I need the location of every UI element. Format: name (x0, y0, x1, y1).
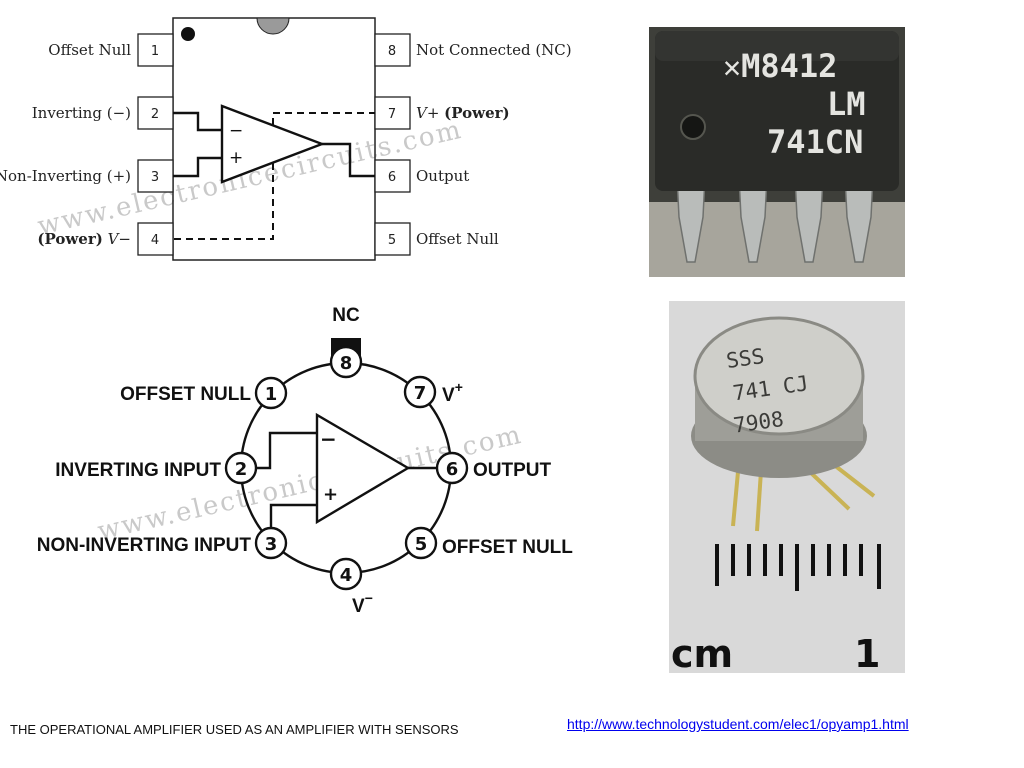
watermark: www.electronicecircuits.com (95, 420, 526, 547)
label-output: OUTPUT (473, 460, 552, 481)
pin-number-3: 3 (265, 534, 278, 555)
chip-marking-line1-text: M8412 (741, 47, 837, 85)
pin-label-7-paren: (Power) (444, 104, 509, 122)
pin-label-4-tail: V− (103, 230, 131, 248)
label-v-plus-letter: V (442, 385, 455, 406)
dip8-pinout-diagram: www.electronicecircuits.com 1 2 3 4 8 7 … (0, 17, 572, 261)
chip-notch (256, 17, 290, 35)
wire-output (322, 142, 375, 178)
pin-label-4-paren: (Power) (37, 230, 102, 248)
chip-top-bevel (655, 31, 899, 61)
pin-number-4: 4 (151, 233, 159, 248)
pin-number-6: 6 (446, 459, 459, 480)
pin-box-7 (374, 96, 411, 130)
pin-label-4: (Power) V− (37, 230, 131, 248)
pin-label-5: Offset Null (416, 230, 499, 248)
op-amp-plus: + (323, 484, 338, 505)
pin-circle-2 (224, 451, 258, 485)
nc-label: NC (332, 305, 360, 326)
pin-number-4: 4 (340, 565, 353, 586)
pin-box-2 (137, 96, 174, 130)
can-pinout-diagram: www.electronicecircuits.com NC − + 8 1 7… (37, 305, 574, 617)
pin-number-8: 8 (340, 353, 353, 374)
pin-box-4 (137, 222, 174, 256)
pin-label-7: V+ (Power) (416, 104, 510, 122)
chip-marking-line1: ✕M8412 (723, 47, 837, 85)
pin-number-8: 8 (388, 44, 396, 59)
pin-label-2: Inverting (−) (32, 104, 131, 122)
chip-body (655, 31, 899, 191)
pin-box-5 (374, 222, 411, 256)
pin-number-2: 2 (235, 459, 248, 480)
can-lead (755, 470, 763, 532)
op-amp-minus: − (320, 427, 337, 451)
pin1-dot (181, 27, 195, 41)
op-amp-triangle (315, 412, 411, 525)
pin-circle-8 (329, 345, 363, 379)
pin-number-1: 1 (151, 44, 159, 59)
label-v-plus-sup: + (455, 379, 463, 395)
wire-inverting (173, 111, 222, 132)
label-v-minus-letter: V (352, 596, 365, 617)
wire-vminus-dashed (173, 163, 274, 240)
wire-inverting (256, 431, 317, 470)
pin-number-2: 2 (151, 107, 159, 122)
pin-circle-1 (254, 376, 288, 410)
label-v-plus: V+ (442, 379, 463, 406)
pin-circle-7 (403, 375, 437, 409)
label-non-inverting-input: NON-INVERTING INPUT (37, 535, 252, 556)
chip-marking-line3: 741CN (767, 123, 863, 161)
label-v-minus: V− (352, 590, 373, 617)
ruler-mark: 1 (854, 632, 880, 673)
label-offset-null-5: OFFSET NULL (442, 537, 573, 558)
label-v-minus-sup: − (365, 590, 373, 606)
wire-non-inverting (173, 156, 222, 178)
op-amp-plus: + (229, 148, 243, 168)
lm741-dip-photo: ✕M8412 LM 741CN (649, 27, 905, 277)
pin-circle-4 (329, 557, 363, 591)
ruler-ticks (715, 544, 881, 591)
pin-number-1: 1 (265, 384, 278, 405)
slide-caption: THE OPERATIONAL AMPLIFIER USED AS AN AMP… (10, 722, 459, 737)
pin-label-1: Offset Null (48, 41, 131, 59)
wire-vplus-dashed (272, 112, 375, 125)
pin-circle-6 (435, 451, 469, 485)
pin-label-3: Non-Inverting (+) (0, 167, 131, 185)
can-marking-line1: SSS (725, 344, 766, 373)
op-amp-minus: − (229, 121, 243, 141)
pin-box-8 (374, 33, 411, 67)
pin-number-3: 3 (151, 170, 159, 185)
pin-circle-3 (254, 526, 288, 560)
pin-circle-5 (404, 526, 438, 560)
national-logo-icon: ✕ (723, 50, 741, 85)
pin-number-7: 7 (414, 383, 427, 404)
pin-label-8: Not Connected (NC) (416, 41, 572, 59)
source-link[interactable]: http://www.technologystudent.com/elec1/o… (567, 716, 909, 732)
label-offset-null-1: OFFSET NULL (120, 384, 251, 405)
label-inverting-input: INVERTING INPUT (55, 460, 221, 481)
can-lead (807, 469, 851, 511)
pin1-dimple (680, 114, 706, 140)
pin-number-5: 5 (415, 534, 428, 555)
lm741-can-photo: SSS 741 CJ 7908 cm 1 (669, 301, 905, 673)
pin-box-1 (137, 33, 174, 67)
pin-number-7: 7 (388, 107, 396, 122)
pin-label-7-head: V+ (416, 104, 444, 122)
pin-number-6: 6 (388, 170, 396, 185)
pin-number-5: 5 (388, 233, 396, 248)
can-top (693, 316, 865, 436)
pin-label-6: Output (416, 167, 469, 185)
chip-marking-line2: LM (827, 85, 866, 123)
ruler-unit: cm (671, 632, 733, 673)
